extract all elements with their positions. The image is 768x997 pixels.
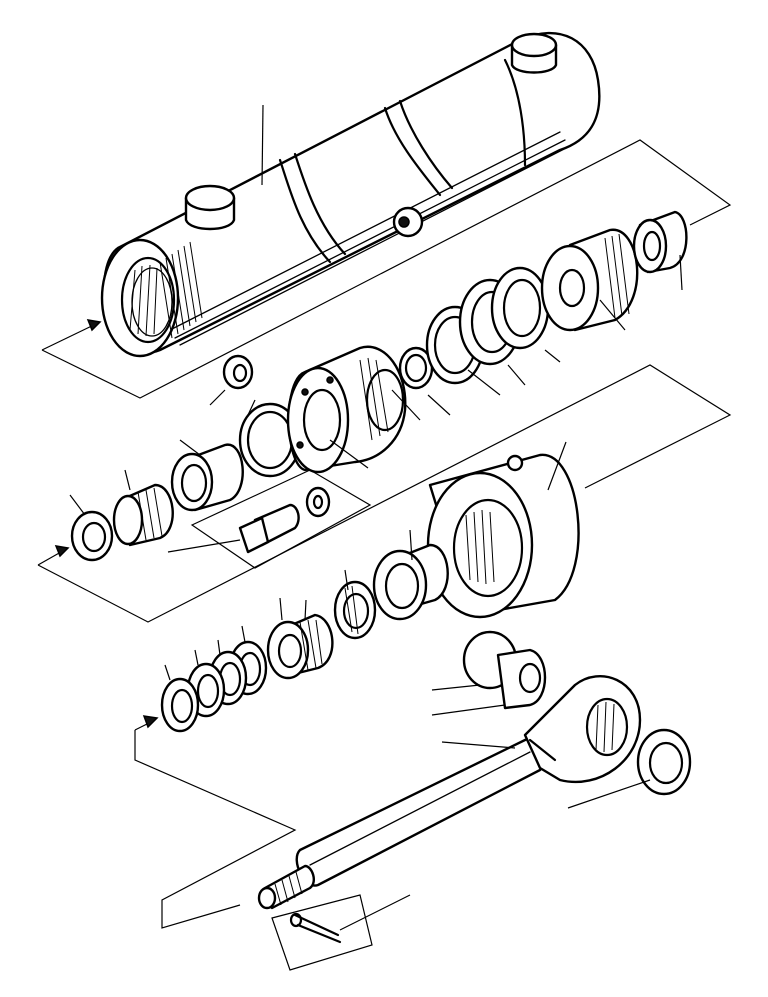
grease-fitting	[184, 184, 236, 231]
rod-assembly	[257, 630, 692, 971]
bleed-fitting	[510, 32, 558, 74]
lock-washer	[305, 486, 331, 518]
cylinder-barrel	[100, 31, 601, 358]
rod-eye	[523, 675, 642, 784]
wiper-seal	[112, 483, 174, 547]
spherical-bearing	[462, 630, 547, 710]
thrust-washer	[70, 510, 114, 562]
bushing	[170, 443, 244, 512]
gland-assembly	[70, 210, 688, 569]
retaining-washer	[222, 354, 254, 390]
cotter-pin	[289, 912, 342, 944]
packing-set	[458, 266, 550, 366]
cylinder-head-nut	[426, 441, 580, 619]
assembly-outlines	[37, 139, 732, 929]
piston-nut	[632, 210, 688, 274]
o-ring-small	[398, 346, 434, 390]
gland-ring	[372, 543, 449, 621]
leader-lines	[69, 299, 626, 749]
head-assembly	[160, 441, 580, 733]
piston	[540, 228, 639, 332]
flange-gland	[286, 345, 407, 474]
piston-rod	[257, 738, 545, 910]
cap-screw	[238, 503, 300, 554]
